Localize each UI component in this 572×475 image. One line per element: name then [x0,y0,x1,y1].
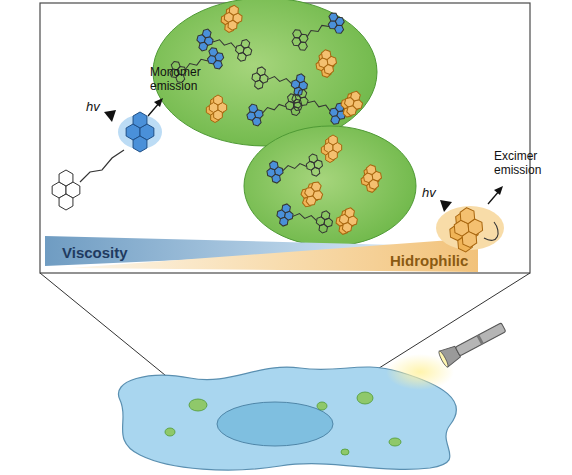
excimer [321,135,341,163]
lipid-droplets [165,392,401,455]
axis-label: Hidrophilic [390,252,468,269]
emission-label: Excimer emission [494,150,556,178]
excimer [359,163,384,194]
excimer [206,95,226,123]
probe-molecule [275,203,334,235]
pyrene [305,153,324,178]
pyrene [301,179,326,208]
pyrene [275,203,294,228]
excimer [338,88,365,120]
probe-molecule [245,92,305,128]
hydrophilic-gradient [70,238,478,272]
excimer-glow [436,206,504,250]
pyrene [233,37,254,63]
pyrene [453,206,484,248]
excitation-arrow [440,200,452,212]
emission-arrowhead [494,186,503,195]
excimer [334,206,359,237]
hydrophilic-droplet [244,126,416,246]
excimer [448,206,484,253]
axis-label: Viscosity [62,244,128,261]
pyrene [265,160,284,185]
emission-label: Monomer emission [150,66,216,94]
pyrene [342,89,365,118]
pyrene [362,163,383,191]
pyrene [245,102,266,128]
excitation-label: hv [86,100,100,115]
excitation-label: hv [422,186,436,201]
pyrene [209,95,226,120]
excitation-arrow [104,110,116,122]
pyrene [223,5,242,31]
pyrene [289,87,311,113]
probe-molecule [288,10,348,54]
pyrene [52,170,80,210]
probe-molecule [265,153,324,185]
pyrene [338,206,359,234]
pyrene [315,210,334,235]
emission-arrowhead [154,98,163,107]
excimer [220,4,243,33]
pyrene [126,112,154,152]
pyrene [283,92,304,118]
pyrene [250,66,269,91]
probe-molecule [289,87,349,127]
monomer-probe [52,112,154,210]
probe-molecule [195,27,255,63]
pyrene [204,45,226,71]
excimer [298,178,327,211]
excimer [314,48,339,79]
pyrene [317,48,338,76]
probe-molecule [250,66,309,98]
pyrene [288,27,312,54]
pyrene [195,27,216,53]
pyrene [324,135,341,160]
pyrene [324,10,348,37]
nucleus [217,402,333,446]
linker [484,222,498,240]
flashlight [438,319,508,368]
